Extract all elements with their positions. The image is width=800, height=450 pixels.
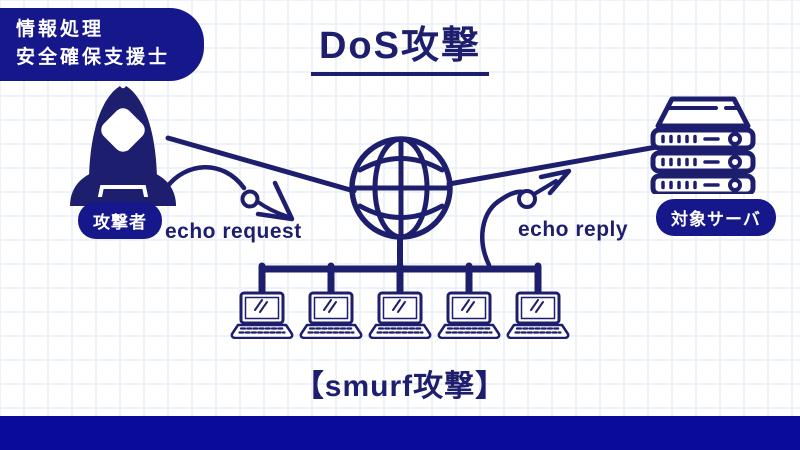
footer-bar	[0, 416, 800, 450]
laptop-icon	[230, 291, 294, 339]
certification-badge: 情報処理 安全確保支援士	[0, 8, 205, 82]
target-server-label: 対象サーバ	[656, 199, 776, 236]
hooded-attacker-icon	[70, 86, 176, 206]
laptop-icon	[506, 291, 570, 339]
bot-network-bus	[258, 235, 542, 296]
page-title: DoS攻撃	[310, 14, 489, 76]
certification-badge-line1: 情報処理	[16, 19, 105, 40]
server-rack-icon	[650, 96, 756, 194]
bot-laptops	[229, 291, 571, 339]
laptop-icon	[368, 291, 432, 339]
globe-icon	[349, 136, 453, 240]
curved-arrow-up-right-icon	[480, 168, 572, 268]
curved-arrow-down-right-icon	[164, 165, 295, 222]
laptop-icon	[299, 291, 363, 339]
attack-type-caption: 【smurf攻撃】	[293, 370, 507, 403]
attack-path-lines	[165, 135, 665, 194]
laptop-icon	[437, 291, 501, 339]
echo-request-label: echo request	[165, 220, 302, 243]
certification-badge-line2: 安全確保支援士	[16, 46, 171, 68]
echo-reply-label: echo reply	[518, 218, 629, 241]
page-title-wrap: DoS攻撃	[0, 14, 800, 76]
attacker-label: 攻撃者	[78, 202, 162, 239]
